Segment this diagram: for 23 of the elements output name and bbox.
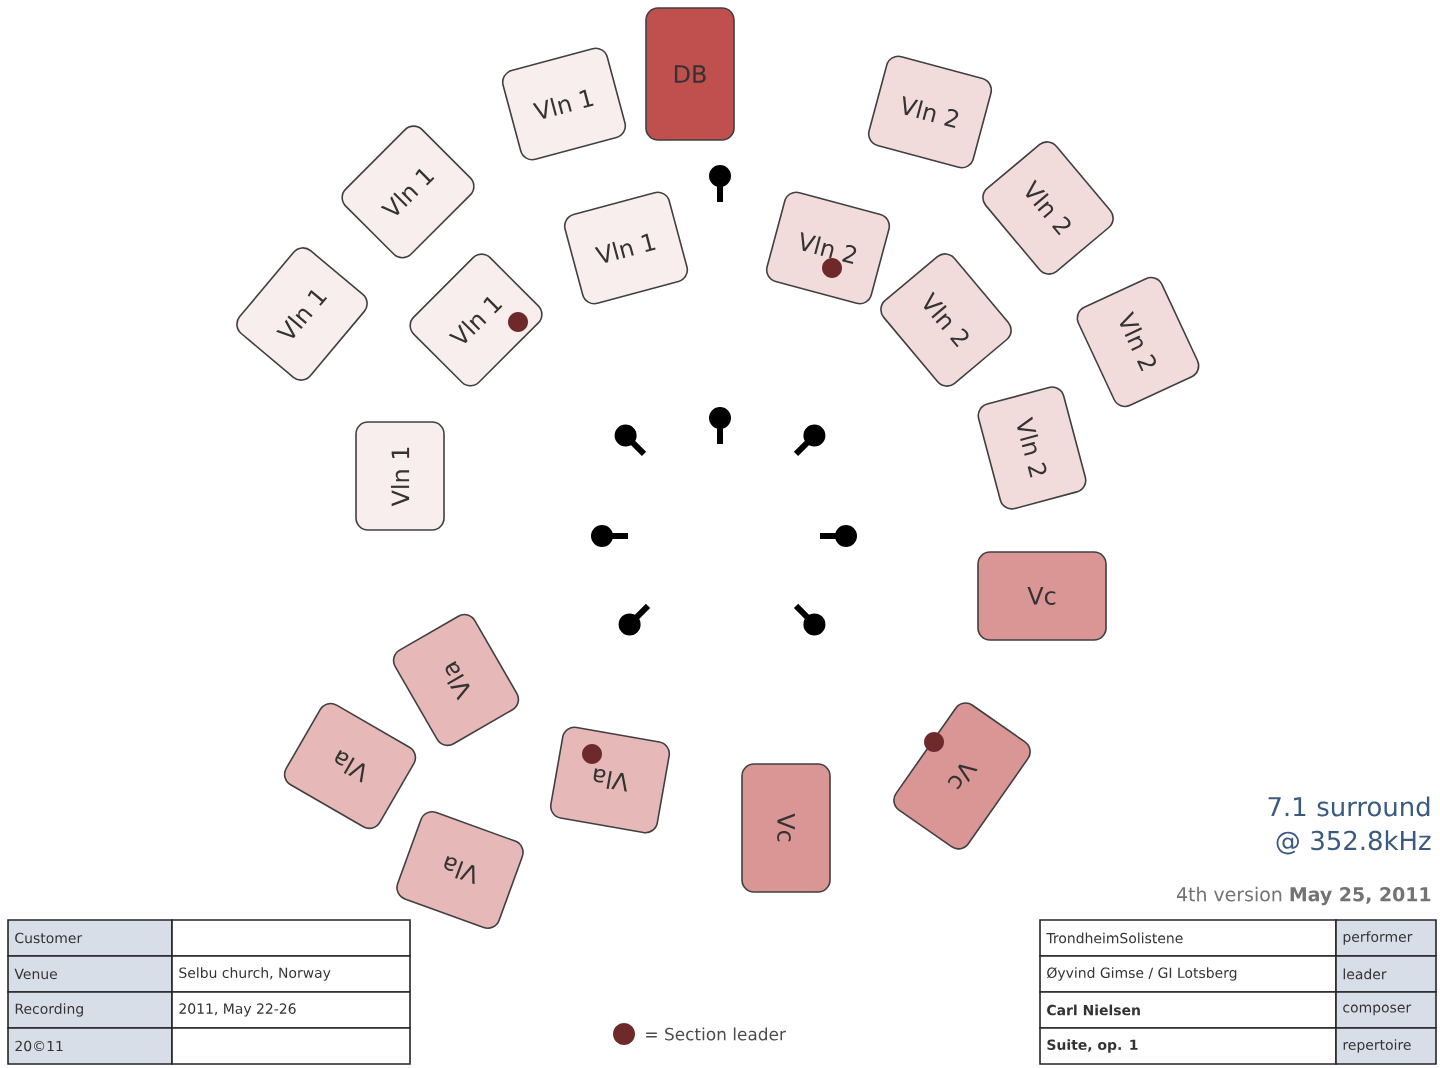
instrument-box: Vla bbox=[549, 726, 671, 834]
instrument-box: Vln 1 bbox=[563, 191, 689, 305]
legend-text: = Section leader bbox=[646, 1027, 786, 1041]
instrument-box: Vln 2 bbox=[977, 386, 1087, 510]
instrument-box: Vln 2 bbox=[982, 141, 1114, 275]
version-note: 4th version May 25, 2011 bbox=[1176, 886, 1431, 906]
instrument-box: Vc bbox=[741, 763, 831, 893]
instrument-box: Vla bbox=[396, 810, 524, 929]
instrument-box: Vln 2 bbox=[765, 191, 891, 305]
instrument-box: Vc bbox=[977, 551, 1107, 641]
instrument-box: Vln 1 bbox=[501, 47, 627, 161]
instrument-box: Vln 1 bbox=[355, 421, 445, 531]
instrument-box: Vln 2 bbox=[880, 253, 1012, 387]
instrument-box: Vc bbox=[893, 702, 1031, 850]
format-note: 7.1 surround @ 352.8kHz bbox=[1268, 796, 1431, 855]
instrument-box: Vla bbox=[283, 702, 417, 830]
instrument-box: Vln 2 bbox=[867, 55, 993, 169]
instrument-box: Vln 1 bbox=[236, 247, 368, 381]
instrument-box: Vln 1 bbox=[409, 253, 543, 387]
instrument-box: Vln 1 bbox=[341, 125, 475, 259]
instrument-box: Vla bbox=[392, 613, 520, 747]
instrument-box: Vln 2 bbox=[1076, 276, 1200, 408]
instrument-box: DB bbox=[645, 7, 735, 141]
